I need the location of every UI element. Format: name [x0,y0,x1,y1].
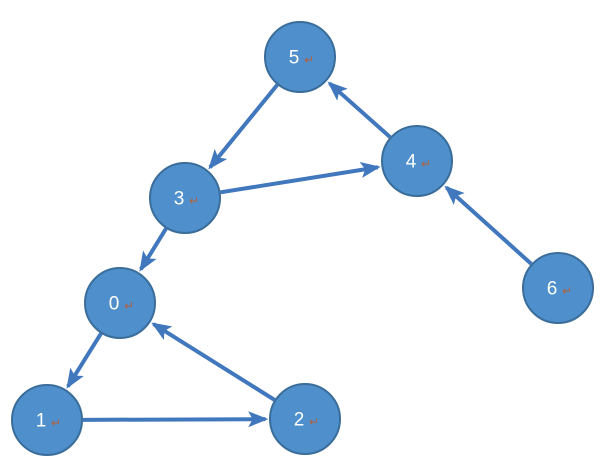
graph-node-5[interactable]: 5↵ [264,21,336,93]
nodes-layer: 0↵1↵ 2↵ 3↵ 4↵ 5↵ 6↵ [11,21,594,456]
edges-layer [66,81,533,428]
node-circle-6[interactable] [522,252,594,324]
graph-edge-1-2[interactable] [82,411,269,428]
graph-node-6[interactable]: 6↵ [522,252,594,324]
graph-node-0[interactable]: 0↵ [84,267,156,339]
node-circle-1[interactable] [11,384,83,456]
node-circle-4[interactable] [381,125,453,197]
graph-node-2[interactable]: 2↵ [269,383,341,455]
graph-edge-0-1[interactable] [66,332,103,389]
graph-edge-3-0[interactable] [139,227,168,272]
graph-node-1[interactable]: 1↵ [11,384,83,456]
node-circle-0[interactable] [84,267,156,339]
node-circle-5[interactable] [264,21,336,93]
graph-node-3[interactable]: 3↵ [149,162,221,234]
graph-edge-4-5[interactable] [327,81,392,139]
graph-edge-5-3[interactable] [208,83,279,170]
graph-node-4[interactable]: 4↵ [381,125,453,197]
graph-edge-3-4[interactable] [220,162,381,195]
graph-edge-6-4[interactable] [444,185,533,266]
node-circle-3[interactable] [149,162,221,234]
node-circle-2[interactable] [269,383,341,455]
graph-edge-2-0[interactable] [151,322,276,402]
